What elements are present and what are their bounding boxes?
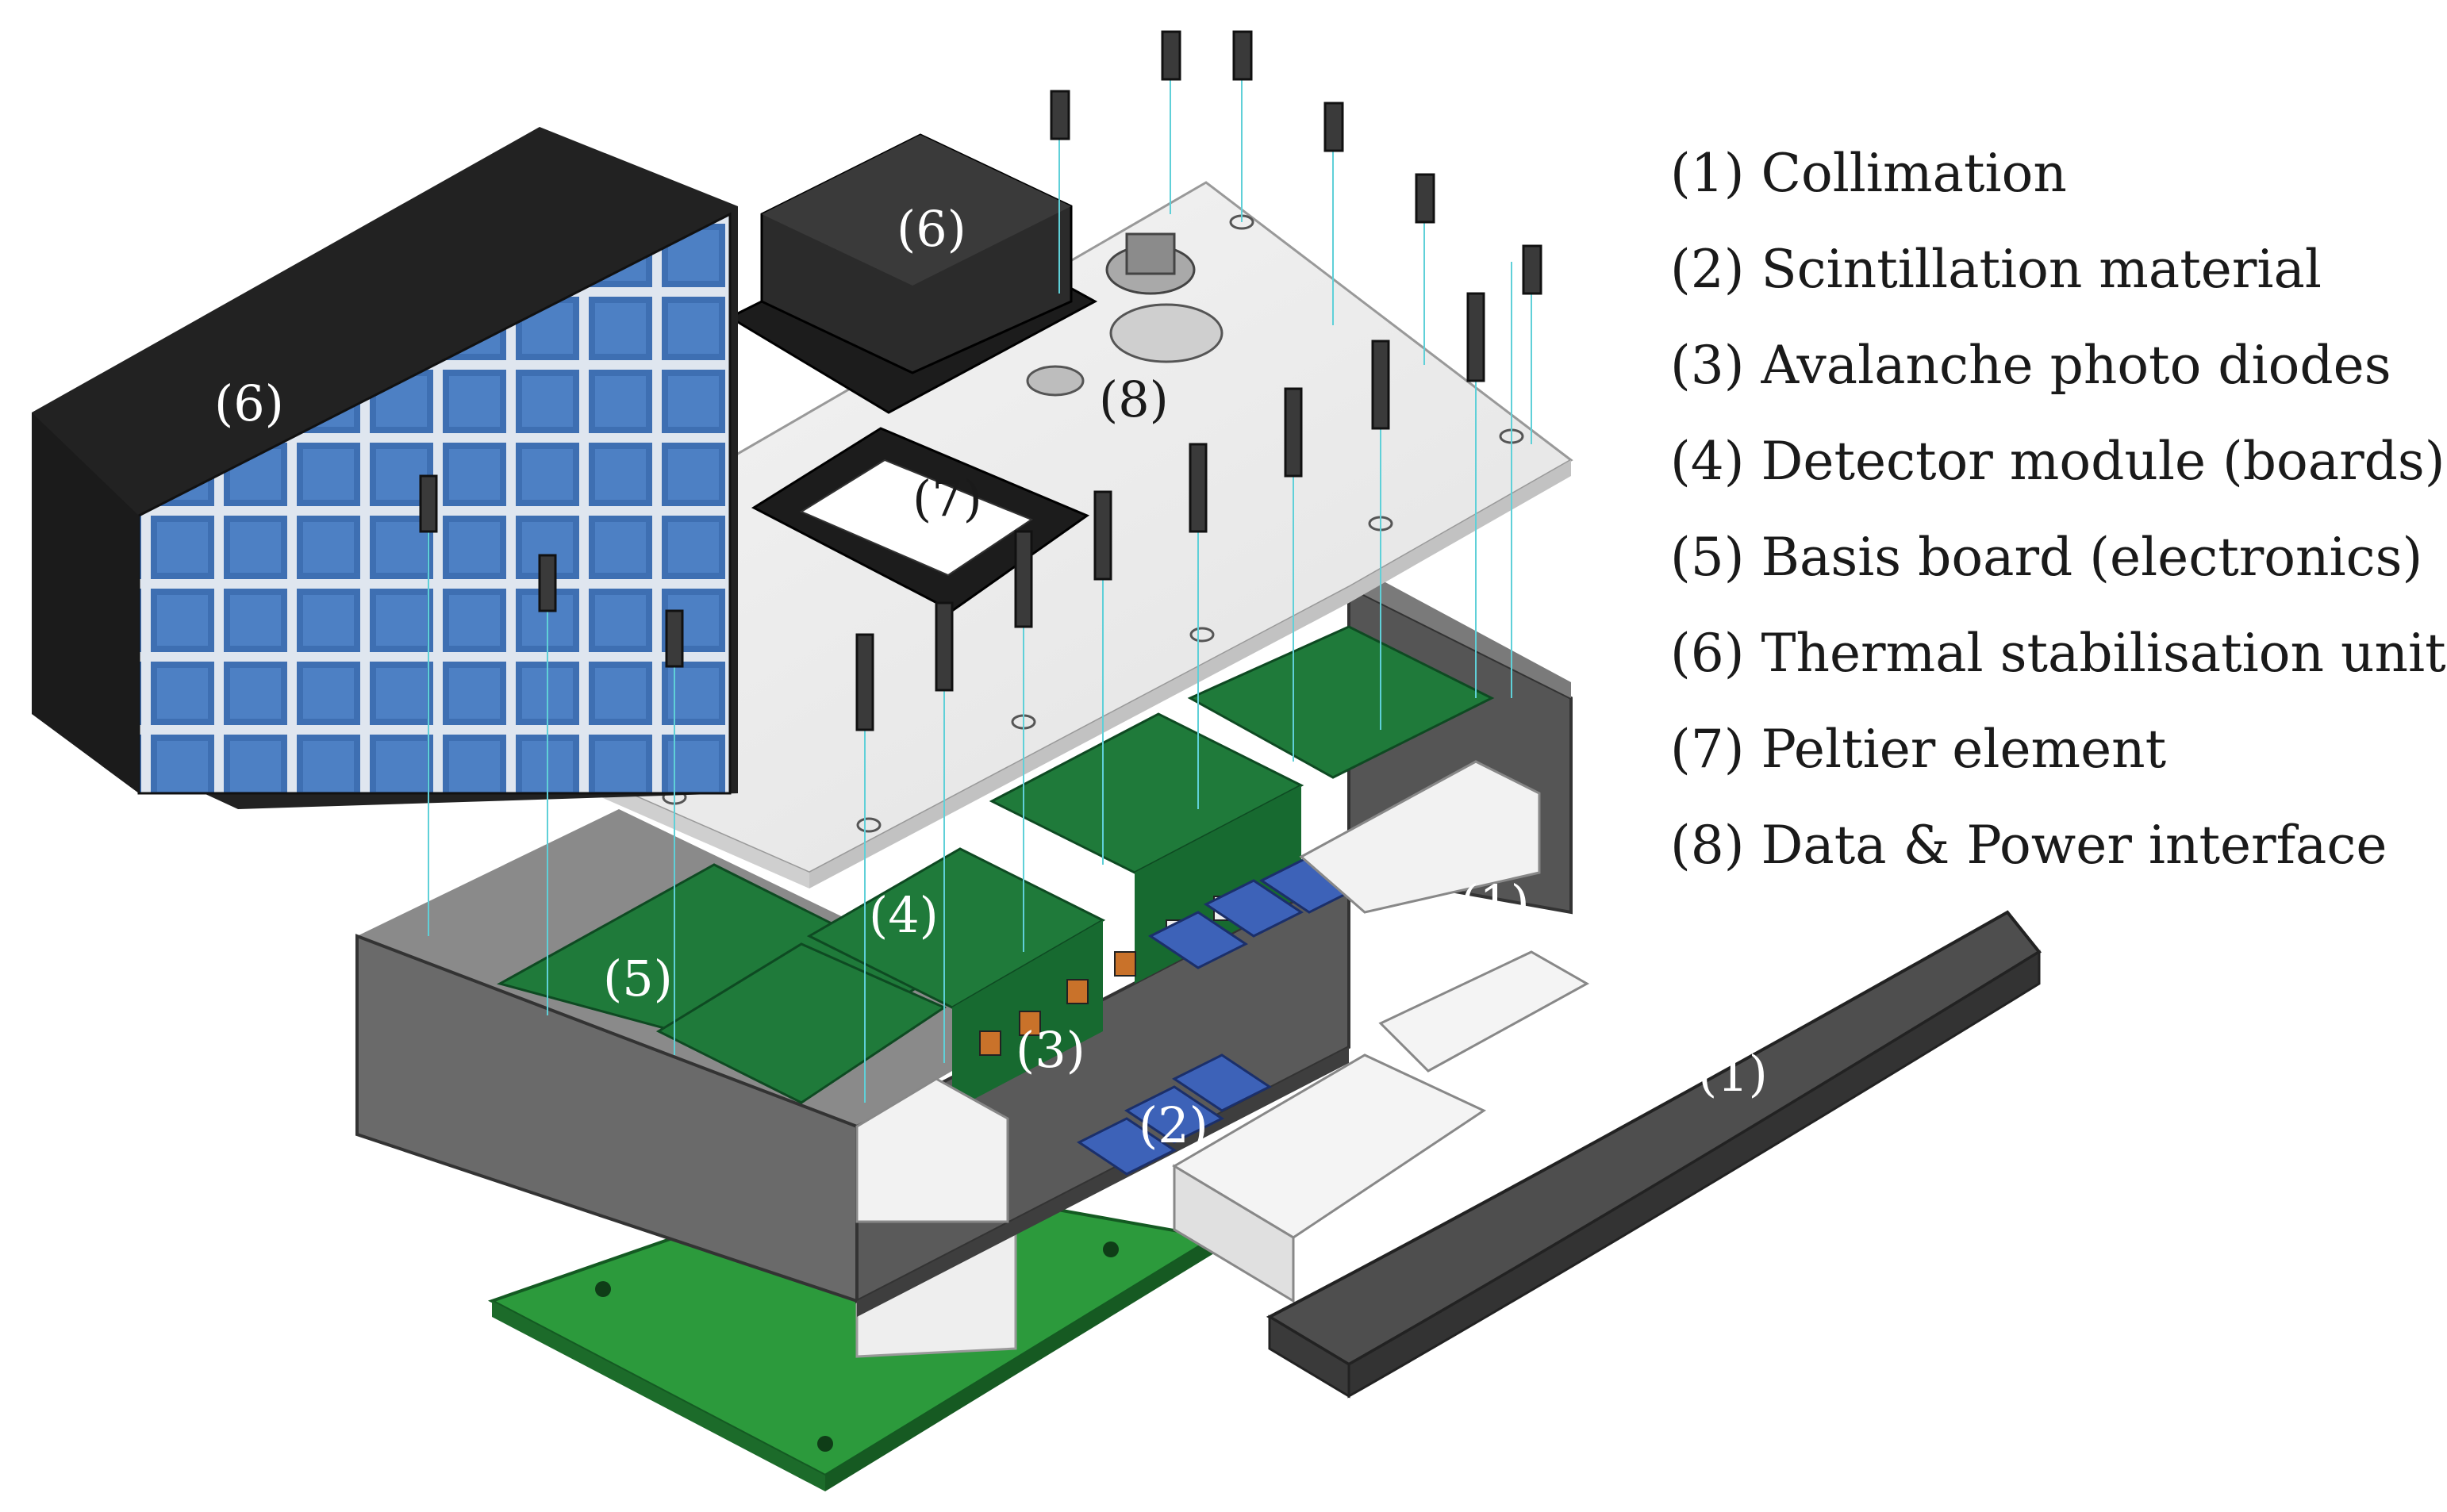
legend-item-collimation: (1) Collimation <box>1670 143 2067 204</box>
legend-item-peltier-element: (7) Peltier element <box>1670 719 2167 780</box>
bottom-pcb <box>487 1172 1219 1491</box>
scintillator-crystals <box>1077 855 1359 1176</box>
collimation-arc <box>1266 910 2042 1399</box>
peltier-element <box>751 427 1090 612</box>
legend-item-avalanche-photo-diodes: (3) Avalanche photo diodes <box>1670 335 2391 396</box>
collimation-blocks <box>855 760 1590 1303</box>
legend-item-data-power-interface: (8) Data & Power interface <box>1670 815 2387 876</box>
data-power-interface <box>1026 232 1224 397</box>
screws-and-guides <box>419 30 1542 1103</box>
thermal-unit-left <box>32 127 738 809</box>
callout-labels: (6) (6) (7) (8) (4) (5) (1) (1) (3) (2) <box>214 200 1768 1154</box>
callout-basis-board: (5) <box>603 950 673 1007</box>
legend-item-thermal-stabilisation-unit: (6) Thermal stabilisation unit <box>1670 623 2446 684</box>
callout-collimation-block: (1) <box>1460 874 1530 932</box>
legend-item-detector-module: (4) Detector module (boards) <box>1670 431 2445 492</box>
callout-photodiodes: (3) <box>1016 1021 1085 1079</box>
legend-item-basis-board: (5) Basis board (electronics) <box>1670 527 2423 588</box>
callout-thermal-top: (6) <box>897 200 966 258</box>
legend: (1) Collimation (2) Scintillation materi… <box>1670 125 2446 893</box>
callout-detector-module: (4) <box>869 886 939 944</box>
callout-scintillator: (2) <box>1139 1096 1208 1154</box>
callout-collimation-arc: (1) <box>1698 1045 1768 1103</box>
callout-peltier: (7) <box>912 470 982 528</box>
legend-item-scintillation-material: (2) Scintillation material <box>1670 239 2322 300</box>
callout-interface: (8) <box>1099 370 1169 428</box>
thermal-unit-top <box>727 133 1098 414</box>
callout-thermal-left: (6) <box>214 374 284 432</box>
